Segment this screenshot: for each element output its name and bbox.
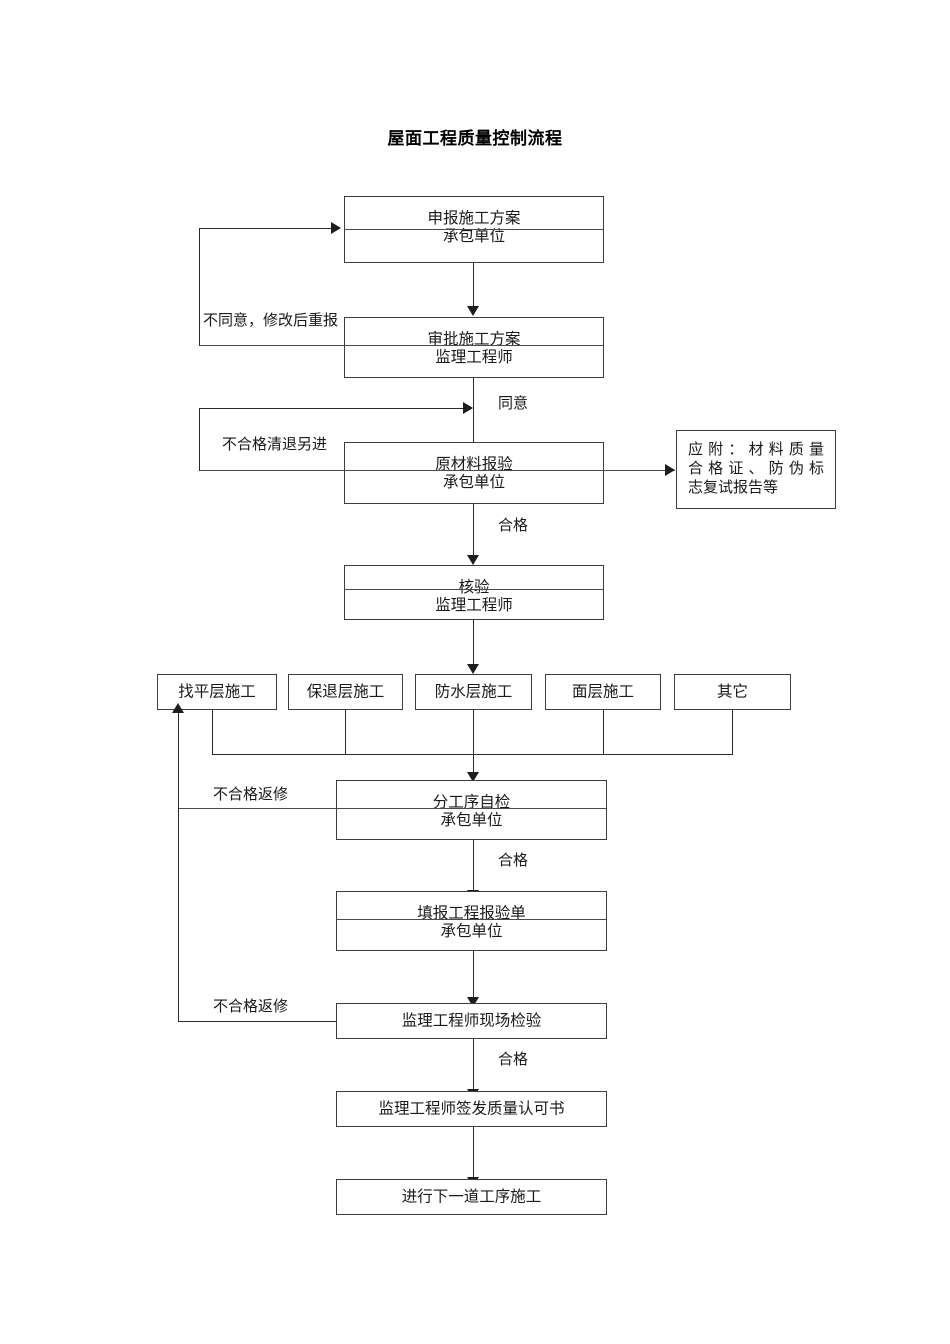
arrowhead-loop-unqualified [463,402,473,414]
note-line-3: 志复试报告等 [688,478,779,496]
arrowhead-to-note [665,464,675,476]
node-material-inspect[interactable]: 原材料报验 承包单位 [344,442,604,504]
node-self-inspect-role: 承包单位 [440,811,503,829]
process-box-surface-layer[interactable]: 面层施工 [545,674,661,710]
edge-label-qualified-3: 合格 [498,1050,529,1068]
node-submit-plan-title: 申报施工方案 [427,209,521,227]
merge-drop-box2 [345,710,346,754]
node-fill-form[interactable]: 填报工程报验单 承包单位 [336,891,607,951]
page-title: 屋面工程质量控制流程 [387,129,563,149]
node-next-process[interactable]: 进行下一道工序施工 [336,1179,607,1215]
process-box-insulation-layer-label: 保退层施工 [306,682,385,701]
node-submit-plan-divider [344,229,604,230]
note-line-1: 应附：材料质量 [688,440,824,458]
process-box-waterproof-layer[interactable]: 防水层施工 [415,674,532,710]
arrowhead-fill-form-to-site-inspect [467,997,479,1007]
node-material-inspect-title: 原材料报验 [435,455,513,473]
connector-submit-to-approve [473,263,474,307]
connector-site-inspect-to-issue-cert [473,1039,474,1091]
node-verify-divider [344,589,604,590]
edge-label-qualified-1: 合格 [498,516,529,534]
process-box-other-label: 其它 [716,682,748,701]
node-self-inspect-divider [178,808,607,809]
edge-label-unqualified-return: 不合格清退另进 [222,435,328,453]
edge-label-agree: 同意 [498,394,529,412]
node-self-inspect[interactable]: 分工序自检 承包单位 [336,780,607,840]
merge-bus-horizontal [212,754,733,755]
node-issue-cert[interactable]: 监理工程师签发质量认可书 [336,1091,607,1127]
node-approve-plan-title: 审批施工方案 [427,330,521,348]
connector-verify-to-process-row [473,620,474,668]
edge-label-rework-2: 不合格返修 [213,997,289,1015]
note-line-2: 合格证、防伪标 [688,459,824,477]
connector-issue-cert-to-next-process [473,1127,474,1179]
node-material-inspect-divider [199,470,675,471]
connector-approve-to-material [473,378,474,459]
node-submit-plan-role: 承包单位 [442,227,505,245]
merge-drop-box1 [212,710,213,754]
process-box-surface-layer-label: 面层施工 [571,682,634,701]
node-next-process-title: 进行下一道工序施工 [401,1187,542,1206]
connector-fill-form-to-site-inspect [473,951,474,999]
node-approve-plan-role: 监理工程师 [435,348,513,366]
note-box-material-docs: 应附：材料质量 合格证、防伪标 志复试报告等 [676,430,836,509]
connector-self-inspect-to-fill-form [473,840,474,892]
arrowhead-submit-to-approve [467,306,479,316]
arrowhead-material-to-verify [467,555,479,565]
process-box-leveling-layer-label: 找平层施工 [178,682,256,701]
loop-rework-2-horizontal [178,1021,337,1022]
loop-unqualified-horizontal [199,408,464,409]
node-site-inspect-title: 监理工程师现场检验 [401,1011,542,1030]
node-fill-form-title: 填报工程报验单 [417,904,526,922]
arrowhead-loop-disagree [331,222,341,234]
edge-label-disagree-resubmit: 不同意，修改后重报 [203,311,339,329]
node-approve-plan-divider [199,345,604,346]
merge-drop-box5 [732,710,733,754]
node-issue-cert-title: 监理工程师签发质量认可书 [378,1099,565,1118]
node-verify-role: 监理工程师 [435,596,513,614]
node-verify[interactable]: 核验 监理工程师 [344,565,604,620]
process-box-insulation-layer[interactable]: 保退层施工 [288,674,403,710]
edge-label-rework-1: 不合格返修 [213,785,289,803]
process-box-waterproof-layer-label: 防水层施工 [434,682,513,701]
connector-process-to-self-inspect [473,710,474,775]
arrowhead-loop-rework-to-leveling [172,703,184,713]
merge-drop-box4 [603,710,604,754]
loop-rework-2-vertical [178,712,179,1022]
loop-unqualified-vertical [199,408,200,471]
loop-disagree-vertical [199,228,200,346]
connector-material-to-verify [473,504,474,556]
node-approve-plan[interactable]: 审批施工方案 监理工程师 [344,317,604,378]
loop-disagree-horizontal [199,228,332,229]
node-self-inspect-title: 分工序自检 [432,793,511,811]
arrowhead-verify-to-process-row [467,664,479,674]
node-site-inspect[interactable]: 监理工程师现场检验 [336,1003,607,1039]
arrowhead-process-to-self-inspect [467,772,479,782]
edge-label-qualified-2: 合格 [498,851,529,869]
node-material-inspect-role: 承包单位 [442,473,505,491]
node-verify-title: 核验 [458,578,490,596]
node-fill-form-divider [336,919,607,920]
process-box-other[interactable]: 其它 [674,674,791,710]
node-fill-form-role: 承包单位 [440,922,503,940]
